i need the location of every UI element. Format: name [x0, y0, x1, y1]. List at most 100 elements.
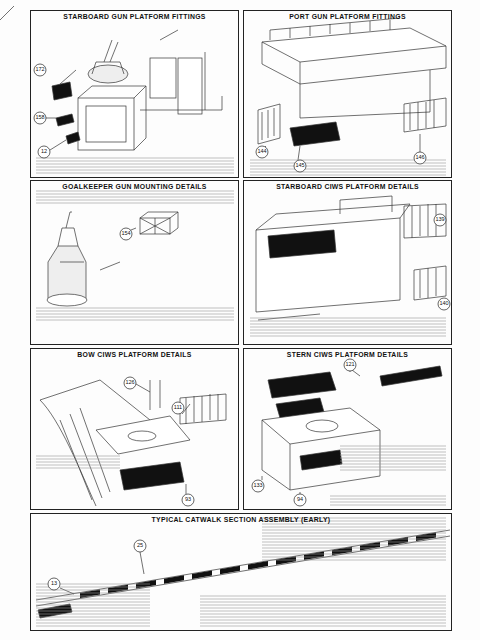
callout-number: 139	[435, 217, 444, 223]
grating-strip	[304, 552, 324, 560]
callout-circle	[344, 359, 356, 371]
callout-number: 158	[35, 115, 44, 121]
text-texture	[250, 169, 446, 170]
callout-number: 144	[257, 149, 266, 155]
instruction-panel: STARBOARD CIWS PLATFORM DETAILS	[243, 180, 452, 345]
callout-circle	[252, 480, 264, 492]
text-texture	[200, 599, 446, 600]
text-texture	[36, 161, 234, 162]
text-texture	[250, 324, 446, 325]
callout-number: 13	[51, 581, 57, 587]
text-texture	[36, 311, 234, 312]
panel-title: GOALKEEPER GUN MOUNTING DETAILS	[31, 181, 238, 190]
grating-strip	[276, 556, 296, 564]
callout-circle	[172, 402, 184, 414]
text-texture	[36, 200, 234, 201]
text-texture	[36, 617, 150, 618]
text-texture	[36, 308, 234, 309]
text-texture	[36, 620, 150, 621]
text-texture	[36, 173, 234, 174]
text-texture	[250, 333, 446, 334]
catwalk-drawing	[36, 530, 450, 618]
text-texture	[36, 164, 234, 165]
text-texture	[36, 456, 120, 457]
text-texture	[330, 496, 446, 497]
panel-title: BOW CIWS PLATFORM DETAILS	[31, 349, 238, 358]
instruction-panel: STERN CIWS PLATFORM DETAILS	[243, 348, 452, 510]
text-texture	[262, 548, 446, 549]
grating-strip	[360, 542, 380, 550]
text-texture	[262, 533, 446, 534]
text-texture	[250, 327, 446, 328]
text-texture	[250, 172, 446, 173]
grating-strip	[80, 590, 100, 598]
grating-strip	[220, 566, 240, 574]
text-texture	[262, 554, 446, 555]
text-texture	[36, 197, 234, 198]
text-texture	[262, 539, 446, 540]
text-texture	[262, 542, 446, 543]
text-texture	[200, 614, 446, 615]
text-texture	[36, 593, 150, 594]
text-texture	[36, 462, 120, 463]
text-texture	[36, 599, 150, 600]
text-texture	[36, 167, 234, 168]
text-texture	[36, 623, 150, 624]
callout-circle	[120, 228, 132, 240]
stern-ciws-drawing	[262, 360, 442, 494]
goalkeeper-gun-drawing	[47, 212, 178, 306]
text-texture	[330, 499, 446, 500]
text-texture	[262, 524, 446, 525]
text-texture	[36, 191, 234, 192]
callout-circle	[294, 160, 306, 172]
text-texture	[36, 614, 150, 615]
callout-circle	[134, 540, 146, 552]
text-texture	[36, 465, 120, 466]
text-texture	[340, 452, 446, 453]
panel-title: TYPICAL CATWALK SECTION ASSEMBLY (EARLY)	[31, 514, 451, 523]
callout-number: 93	[185, 497, 191, 503]
text-texture	[250, 321, 446, 322]
callout-circle	[414, 152, 426, 164]
text-texture	[200, 623, 446, 624]
text-texture	[36, 314, 234, 315]
grating-strip	[248, 561, 268, 569]
text-texture	[340, 458, 446, 459]
callout-number: 94	[297, 497, 303, 503]
text-texture	[340, 455, 446, 456]
text-texture	[262, 536, 446, 537]
text-texture	[36, 468, 120, 469]
callout-circle	[182, 494, 194, 506]
instruction-panel: PORT GUN PLATFORM FITTINGS	[243, 10, 452, 178]
text-texture	[340, 470, 446, 471]
instruction-panel: GOALKEEPER GUN MOUNTING DETAILS	[30, 180, 239, 345]
text-texture	[262, 545, 446, 546]
text-texture	[200, 608, 446, 609]
grating-strip	[164, 575, 184, 583]
text-texture	[36, 459, 120, 460]
callout-circle	[34, 64, 46, 76]
text-texture	[200, 596, 446, 597]
text-texture	[36, 194, 234, 195]
text-texture	[250, 166, 446, 167]
text-texture	[340, 449, 446, 450]
text-texture	[262, 560, 446, 561]
text-texture	[330, 505, 446, 506]
callout-number: 111	[174, 405, 182, 411]
text-texture	[250, 175, 446, 176]
callout-circle	[34, 112, 46, 124]
text-texture	[340, 467, 446, 468]
text-texture	[36, 317, 234, 318]
callout-number: 146	[415, 155, 424, 161]
callout-number: 145	[295, 163, 304, 169]
panel-title: STARBOARD CIWS PLATFORM DETAILS	[244, 181, 451, 190]
text-texture	[262, 530, 446, 531]
callout-number: 25	[137, 543, 143, 549]
text-texture	[330, 502, 446, 503]
callout-circle	[294, 494, 306, 506]
callout-number: 12	[41, 149, 47, 155]
text-texture	[262, 527, 446, 528]
ciws-platform-drawing	[256, 196, 446, 320]
callout-circle	[38, 146, 50, 158]
